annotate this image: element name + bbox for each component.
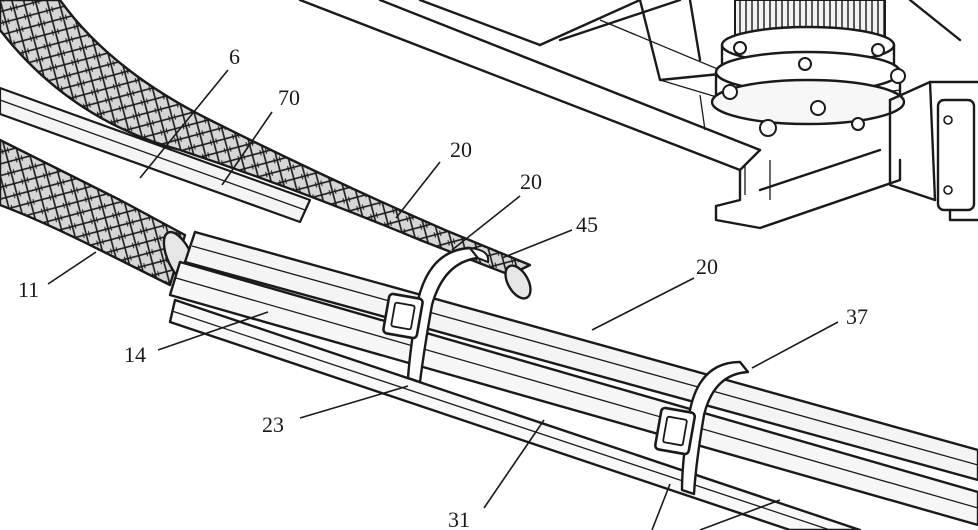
drive-motor — [710, 0, 906, 137]
junction-box — [888, 80, 978, 222]
label-37: 37 — [846, 304, 868, 329]
label-20-right: 20 — [696, 254, 718, 279]
label-6: 6 — [229, 44, 240, 69]
reference-numerals: 6 70 20 20 45 20 11 14 37 23 31 — [18, 44, 868, 530]
label-23: 23 — [262, 412, 284, 437]
upper-braided-hose — [0, 0, 532, 300]
label-70: 70 — [278, 85, 300, 110]
label-11: 11 — [18, 277, 39, 302]
clamp-band-right — [653, 360, 750, 496]
clamp-band-left — [382, 246, 490, 384]
upper-pipe — [0, 86, 312, 224]
label-20-upper: 20 — [450, 137, 472, 162]
machine-frame — [298, 0, 962, 230]
pipe-bundle — [168, 230, 978, 530]
label-31: 31 — [448, 507, 470, 530]
label-14: 14 — [124, 342, 146, 367]
leader-lines — [47, 69, 839, 530]
label-20-middle: 20 — [520, 169, 542, 194]
label-45: 45 — [576, 212, 598, 237]
